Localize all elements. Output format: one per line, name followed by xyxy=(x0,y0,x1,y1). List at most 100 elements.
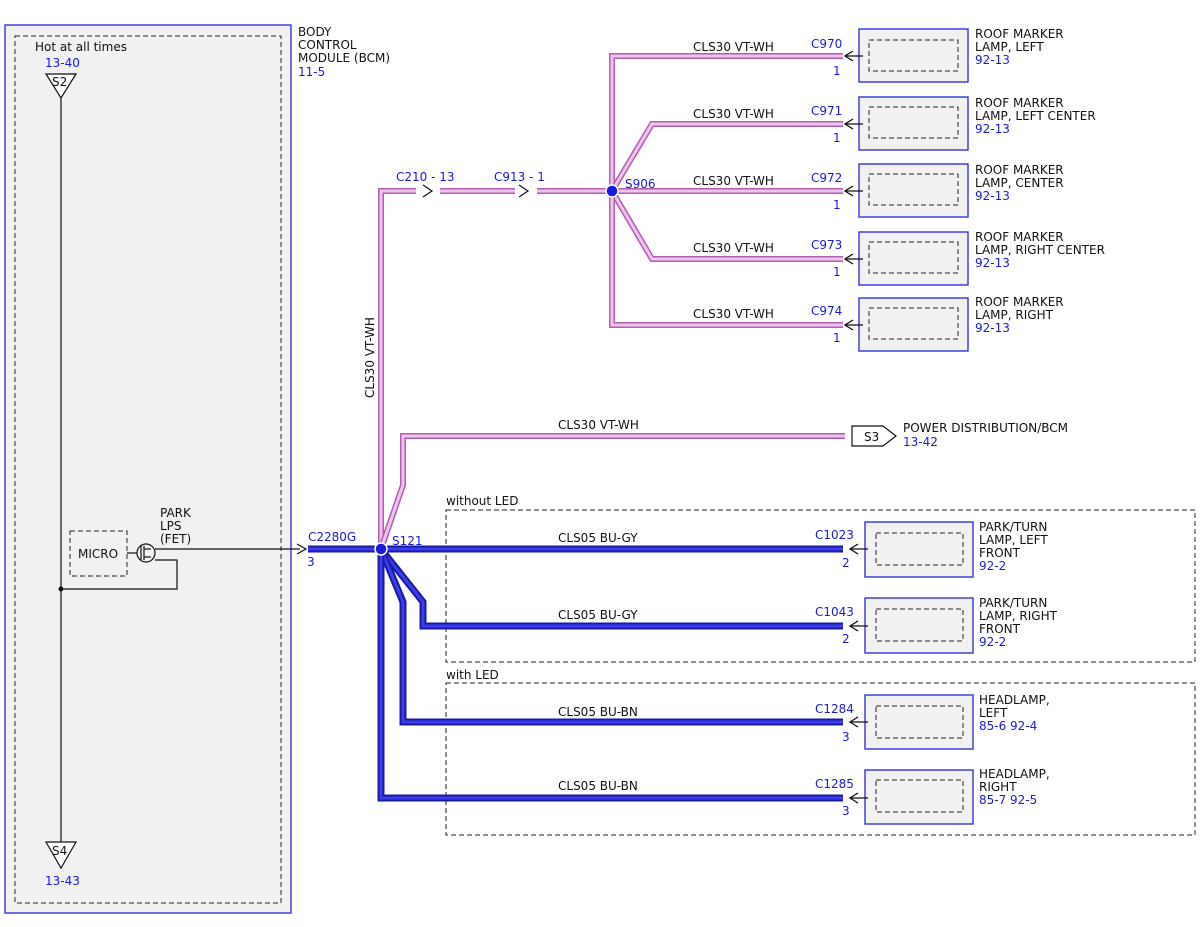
without-led-region xyxy=(445,509,1196,663)
trunk-wire-vertical xyxy=(378,188,416,549)
s4-ref: 13-43 xyxy=(45,874,80,888)
roof-marker-name-1: ROOF MARKER xyxy=(975,230,1064,244)
s3-tag-icon xyxy=(851,425,897,447)
lamp-name-2: LAMP, RIGHT xyxy=(979,609,1058,623)
power-dist-label: POWER DISTRIBUTION/BCM xyxy=(903,421,1068,435)
with-led-label: with LED xyxy=(446,668,499,682)
roof-marker-name-1: ROOF MARKER xyxy=(975,27,1064,41)
power-dist-ref: 13-42 xyxy=(903,435,938,449)
lamp-box xyxy=(864,769,974,825)
roof-marker-connector: C973 xyxy=(811,238,842,252)
roof-marker-lamp-box xyxy=(858,28,969,83)
c210-arrow-icon xyxy=(422,184,434,198)
park-lps-label-3: (FET) xyxy=(160,532,191,546)
lamp-pin: 3 xyxy=(842,730,850,744)
roof-marker-connector: C972 xyxy=(811,171,842,185)
roof-marker-name-2: LAMP, RIGHT xyxy=(975,308,1054,322)
roof-marker-wire-label: CLS30 VT-WH xyxy=(693,40,774,54)
lamp-ref: 85-6 92-4 xyxy=(979,719,1037,733)
lamp-inner xyxy=(875,532,964,566)
s3-tag-label: S3 xyxy=(864,430,879,444)
headlamp-wire-c1285 xyxy=(377,549,843,802)
roof-marker-lamp-inner xyxy=(868,241,959,274)
lamp-name-1: HEADLAMP, xyxy=(979,767,1050,781)
lamp-pin: 2 xyxy=(842,632,850,646)
roof-marker-pin: 1 xyxy=(833,198,841,212)
lamp-inner xyxy=(875,779,964,813)
power-dist-wire xyxy=(378,433,845,550)
bcm-name-line-2: CONTROL xyxy=(298,38,357,52)
park-wire-c1043 xyxy=(378,546,843,630)
roof-marker-lamp-inner xyxy=(868,106,959,139)
c913-connector-label: C913 - 1 xyxy=(494,170,545,184)
roof-marker-wire-label: CLS30 VT-WH xyxy=(693,241,774,255)
lamp-name-2: LEFT xyxy=(979,706,1008,720)
lamp-box xyxy=(864,694,974,750)
c913-arrow-icon xyxy=(518,184,530,198)
s121-splice-icon xyxy=(374,542,388,556)
s121-label: S121 xyxy=(392,534,423,548)
lamp-box xyxy=(864,521,974,578)
roof-marker-ref: 92-13 xyxy=(975,321,1010,335)
c2280g-arrow-icon xyxy=(296,543,308,555)
lamp-name-1: HEADLAMP, xyxy=(979,693,1050,707)
lamp-wire-label: CLS05 BU-GY xyxy=(558,531,638,545)
without-led-label: without LED xyxy=(446,494,518,508)
lamp-name-3: FRONT xyxy=(979,622,1021,636)
s906-splice-icon xyxy=(605,184,619,198)
headlamp-left: CLS05 BU-BN C1284 3 HEADLAMP, LEFT 85-6 … xyxy=(558,693,1050,750)
lamp-wire-label: CLS05 BU-BN xyxy=(558,705,638,719)
fet-ground-wire xyxy=(61,559,178,590)
roof-marker-ref: 92-13 xyxy=(975,189,1010,203)
lamp-name-1: PARK/TURN xyxy=(979,520,1047,534)
lamp-inner xyxy=(875,705,964,739)
roof-marker-name-2: LAMP, LEFT CENTER xyxy=(975,109,1096,123)
park-lps-label-2: LPS xyxy=(160,519,182,533)
roof-marker-lamp-box xyxy=(858,231,969,286)
lamp-name-3: FRONT xyxy=(979,546,1021,560)
s4-tag-icon xyxy=(44,841,78,870)
roof-wire-c970 xyxy=(609,53,843,191)
roof-marker-wire-label: CLS30 VT-WH xyxy=(693,174,774,188)
bcm-outline xyxy=(4,24,292,914)
bcm-module: Hot at all times 13-40 S2 S4 13-43 MICRO… xyxy=(4,24,356,914)
bcm-name-line-3: MODULE (BCM) xyxy=(298,51,390,65)
roof-marker-connector: C970 xyxy=(811,37,842,51)
lamp-ref: 92-2 xyxy=(979,559,1006,573)
roof-marker-2: CLS30 VT-WH C971 1 ROOF MARKER LAMP, LEF… xyxy=(693,96,1096,151)
lamp-box xyxy=(864,597,974,654)
roof-wire-c971 xyxy=(609,121,843,193)
lamp-wire-label: CLS05 BU-GY xyxy=(558,608,638,622)
lamp-name-2: LAMP, LEFT xyxy=(979,533,1048,547)
park-turn-lamp-left: CLS05 BU-GY C1023 2 PARK/TURN LAMP, LEFT… xyxy=(558,520,1048,578)
roof-wire-c973 xyxy=(609,189,843,262)
roof-marker-name-1: ROOF MARKER xyxy=(975,96,1064,110)
lamp-pin: 3 xyxy=(842,804,850,818)
roof-marker-lamp-box xyxy=(858,163,969,218)
roof-marker-connector: C971 xyxy=(811,104,842,118)
park-lps-fet-icon xyxy=(127,543,156,563)
power-distribution: CLS30 VT-WH S3 POWER DISTRIBUTION/BCM 13… xyxy=(558,418,1068,449)
roof-marker-ref: 92-13 xyxy=(975,53,1010,67)
lamp-ref: 85-7 92-5 xyxy=(979,793,1037,807)
headlamp-wire-c1284 xyxy=(377,547,843,726)
micro-box xyxy=(69,530,128,577)
lamp-pin: 2 xyxy=(842,556,850,570)
lamp-name-1: PARK/TURN xyxy=(979,596,1047,610)
roof-marker-pin: 1 xyxy=(833,64,841,78)
roof-marker-name-1: ROOF MARKER xyxy=(975,295,1064,309)
c2280g-connector-label: C2280G xyxy=(308,530,356,544)
roof-marker-name-2: LAMP, LEFT xyxy=(975,40,1044,54)
roof-marker-lamp-inner xyxy=(868,173,959,206)
roof-marker-lamp-inner xyxy=(868,307,959,340)
micro-label: MICRO xyxy=(78,547,118,561)
trunk-vertical-wire-label: CLS30 VT-WH xyxy=(363,317,377,398)
connector-arrow-layer xyxy=(843,50,868,804)
s906-label: S906 xyxy=(625,177,656,191)
lamp-wire-label: CLS05 BU-BN xyxy=(558,779,638,793)
wire-layer xyxy=(308,53,845,802)
roof-wire-c974 xyxy=(609,191,843,328)
park-lps-label-1: PARK xyxy=(160,506,192,520)
roof-marker-ref: 92-13 xyxy=(975,122,1010,136)
